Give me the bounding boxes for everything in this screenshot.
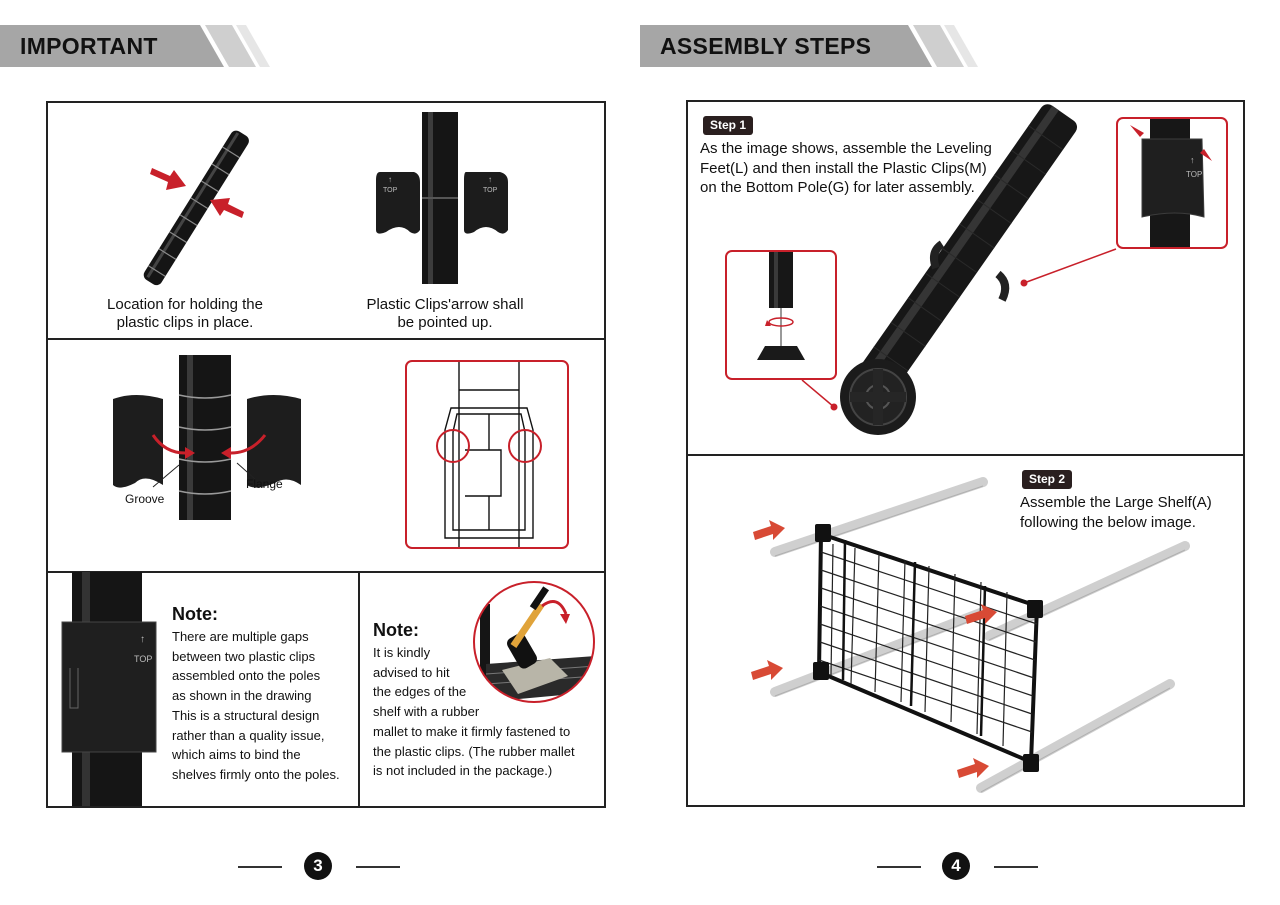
important-banner: IMPORTANT — [0, 25, 270, 67]
red-arrow-icon — [1200, 149, 1212, 161]
clips-top-illustration: ↑ TOP ↑ TOP — [376, 112, 508, 284]
callout-lines — [801, 248, 1117, 411]
caption-clips-location: Location for holding the plastic clips i… — [107, 296, 263, 331]
divider-step — [688, 454, 1243, 456]
red-arrow-left-icon — [150, 168, 186, 190]
svg-text:TOP: TOP — [1186, 170, 1202, 179]
bottom-pole-illustration — [840, 104, 1078, 435]
clip-gap-illustration: ↑ TOP — [61, 572, 157, 806]
step2-text: Assemble the Large Shelf(A) following th… — [1020, 494, 1212, 531]
divider-row-1 — [48, 338, 604, 340]
step1-badge: Step 1 — [703, 116, 754, 135]
shelf-assembly-illustration — [751, 477, 1190, 793]
assembly-steps-banner: ASSEMBLY STEPS — [640, 25, 980, 67]
banner-stripes-graphic — [640, 25, 978, 67]
assembly-steps-title: ASSEMBLY STEPS — [660, 33, 872, 59]
page3-dash-left — [238, 866, 282, 868]
page-number-4: 4 — [942, 852, 970, 880]
red-curve-arrow-icon — [151, 434, 186, 455]
step1-text: As the image shows, assemble the Levelin… — [700, 140, 992, 196]
important-title: IMPORTANT — [20, 33, 158, 59]
divider-row-2 — [48, 571, 604, 573]
clip-arrow-mark: ↑ — [140, 634, 145, 645]
label-flange: Flange — [246, 477, 283, 491]
leveling-foot-zoom — [725, 250, 837, 380]
caption-arrow-up: Plastic Clips'arrow shall be pointed up. — [366, 296, 524, 331]
step2-badge: Step 2 — [1022, 470, 1073, 489]
banner-stripes-graphic — [0, 25, 270, 67]
svg-text:↑: ↑ — [1190, 155, 1195, 165]
pole-slots-illustration — [143, 130, 249, 286]
red-arrow-icon — [1130, 125, 1144, 137]
red-insert-arrows-icon — [751, 520, 997, 778]
rubber-mallet-illustration — [473, 581, 595, 703]
groove-flange-illustration — [113, 355, 301, 520]
label-groove: Groove — [125, 492, 165, 506]
page-number-3: 3 — [304, 852, 332, 880]
note1-title: Note: — [172, 604, 218, 624]
svg-text:TOP: TOP — [383, 187, 398, 194]
page3-dash-right — [356, 866, 400, 868]
svg-text:TOP: TOP — [483, 187, 498, 194]
clip-top-mark-right: ↑ — [488, 175, 492, 184]
note2-title: Note: — [373, 620, 419, 640]
red-curve-arrow-icon — [230, 434, 267, 455]
note1-text: There are multiple gaps between two plas… — [172, 629, 340, 782]
red-curve-arrow-icon — [541, 600, 568, 615]
page4-dash-right — [994, 866, 1038, 868]
note2-text: It is kindly advised to hit the edges of… — [373, 645, 575, 779]
clip-installed-zoom: ↑ TOP — [1116, 117, 1228, 249]
svg-text:TOP: TOP — [134, 654, 152, 664]
red-arrow-right-icon — [210, 198, 244, 218]
page4-dash-left — [877, 866, 921, 868]
clip-top-mark-left: ↑ — [388, 175, 392, 184]
clip-detail-outline-illustration — [405, 360, 569, 549]
divider-bottom-col — [358, 571, 360, 806]
